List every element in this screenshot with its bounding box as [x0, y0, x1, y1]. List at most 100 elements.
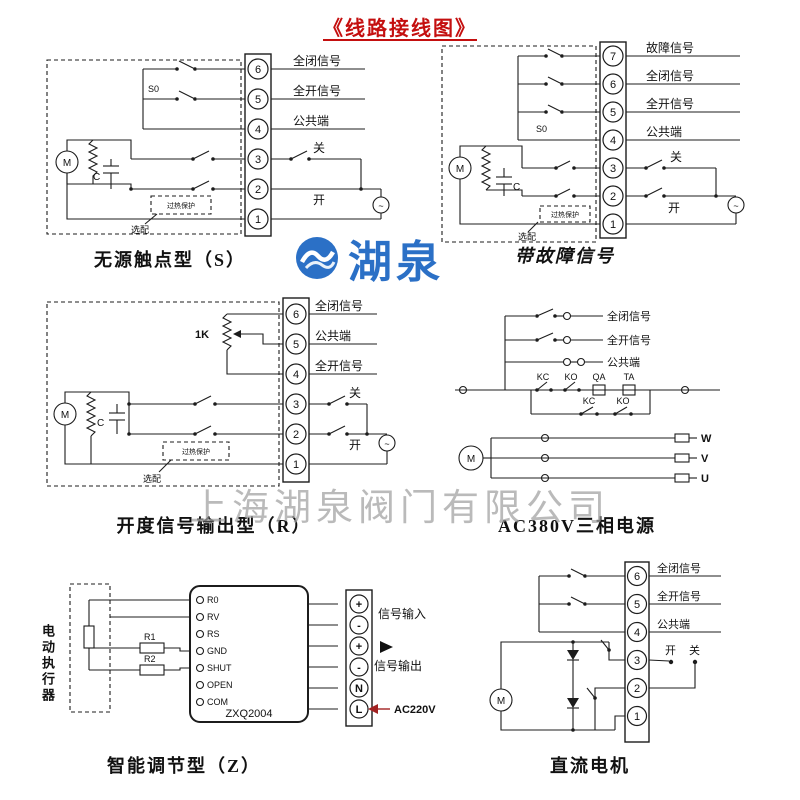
- terminal-number: 3: [610, 163, 616, 175]
- passive-contact-circuit: 6 5 4 3 2 1 全闭信号 全开信号 公共端 关 开 M C S0 选配 …: [46, 53, 390, 237]
- dc-motor-circuit: 6 5 4 3 2 1 全闭信号 全开信号 公共端 开 关 M: [489, 561, 721, 743]
- optional-label: 选配: [143, 473, 161, 484]
- terminal-number: 3: [255, 154, 261, 166]
- motor-label: M: [456, 164, 464, 175]
- terminal-number: 2: [634, 683, 640, 695]
- terminal-symbol: +: [356, 599, 362, 611]
- r2-label: R2: [144, 654, 156, 664]
- pin-label: R0: [207, 595, 219, 605]
- wiper-arrow: [233, 330, 241, 338]
- terminal-number: 2: [610, 191, 616, 203]
- pin-label: OPEN: [207, 680, 233, 690]
- fault-signal-label: 故障信号: [646, 40, 694, 55]
- qa-label: QA: [592, 372, 605, 382]
- ac-source-symbol: ~: [378, 201, 383, 211]
- common-label: 公共端: [607, 356, 640, 369]
- terminal-number: 6: [293, 309, 299, 321]
- panel-opening-signal-r: 6 5 4 3 2 1 全闭信号 公共端 全开信号 关 开 1K M C 选配 …: [45, 296, 410, 491]
- signal-out-arrow: [380, 641, 393, 653]
- terminal-number: 7: [610, 51, 616, 63]
- contact-dots: [129, 67, 363, 191]
- circuit-wires: [455, 308, 720, 483]
- contact-dots: [567, 574, 698, 732]
- kc2-label: KC: [583, 396, 596, 406]
- terminal-number: 3: [293, 399, 299, 411]
- closed-signal-label: 全闭信号: [293, 53, 341, 68]
- caption-fault-signal: 带故障信号: [515, 246, 615, 266]
- opening-signal-circuit: 6 5 4 3 2 1 全闭信号 公共端 全开信号 关 开 1K M C 选配 …: [46, 297, 396, 487]
- actuator-label: 电动执行器: [40, 624, 55, 704]
- circuit-wires: [441, 45, 745, 243]
- ac-source-symbol: ~: [733, 201, 738, 211]
- terminal-symbol: -: [357, 620, 361, 632]
- pin-label: SHUT: [207, 663, 232, 673]
- common-label: 公共端: [293, 114, 329, 128]
- signal-in-label: 信号输入: [378, 606, 426, 621]
- open-signal-label: 全开信号: [607, 333, 651, 347]
- motor-label: M: [497, 696, 505, 707]
- r1-label: R1: [144, 632, 156, 642]
- ko-label: KO: [564, 372, 577, 382]
- terminal-symbol: +: [356, 641, 362, 653]
- caption-smart-regulator-z: 智能调节型（Z）: [106, 756, 261, 776]
- open-cmd-label: 开: [668, 201, 680, 215]
- close-cmd-label: 关: [349, 386, 361, 400]
- open-signal-label: 全开信号: [657, 589, 701, 603]
- diode: [567, 698, 579, 708]
- contact-dots: [544, 54, 718, 198]
- power-label: AC220V: [394, 704, 436, 716]
- terminal-number: 1: [293, 459, 299, 471]
- terminal-number: 4: [610, 135, 616, 147]
- signal-out-label: 信号输出: [374, 658, 422, 673]
- terminal-number: 4: [255, 124, 261, 136]
- phase-w-label: W: [701, 433, 712, 445]
- open-signal-label: 全开信号: [315, 358, 363, 373]
- panel-passive-contact-s: 6 5 4 3 2 1 全闭信号 全开信号 公共端 关 开 M C S0 选配 …: [45, 52, 400, 242]
- pin-label: RS: [207, 629, 220, 639]
- ac-source-symbol: ~: [384, 439, 389, 449]
- terminal-number: 4: [634, 627, 640, 639]
- open-cmd-label: 开: [349, 438, 361, 452]
- caption-opening-signal-r: 开度信号输出型（R）: [116, 516, 312, 536]
- circuit-wires: [69, 583, 338, 723]
- thermal-protect-label: 过热保护: [551, 210, 579, 219]
- terminal-symbol: N: [355, 683, 363, 695]
- optional-label: 选配: [518, 231, 536, 242]
- closed-signal-label: 全闭信号: [607, 309, 651, 323]
- caption-passive-contact-s: 无源触点型（S）: [93, 250, 246, 270]
- motor-label: M: [467, 454, 475, 465]
- pin-label: COM: [207, 697, 228, 707]
- terminal-strip: [244, 53, 272, 237]
- terminal-symbol: L: [356, 704, 363, 716]
- caption-ac380v: AC380V三相电源: [498, 516, 656, 536]
- ko2-label: KO: [616, 396, 629, 406]
- limit-switch-label: S0: [148, 84, 159, 94]
- module-model: ZXQ2004: [225, 708, 272, 720]
- close-cmd-label: 关: [313, 141, 325, 155]
- panel-dc-motor: 6 5 4 3 2 1 全闭信号 全开信号 公共端 开 关 M: [475, 558, 730, 753]
- terminal-number: 2: [293, 429, 299, 441]
- panel-fault-signal: 7 6 5 4 3 2 1 故障信号 全闭信号 全开信号 公共端 关 开 M C…: [440, 40, 770, 250]
- terminal-symbol: -: [357, 662, 361, 674]
- terminal-strip: [599, 41, 627, 239]
- circuit-wires: [489, 568, 721, 731]
- contact-dots: [127, 402, 369, 436]
- power-arrow: [368, 704, 378, 714]
- phase-v-label: V: [701, 453, 709, 465]
- potentiometer-label: 1K: [195, 329, 209, 341]
- panel-smart-regulator-z: 电动执行器 R0 RV RS GND SHUT OPEN COM ZXQ2004…: [38, 576, 448, 754]
- terminal-number: 1: [610, 219, 616, 231]
- terminal-number: 3: [634, 655, 640, 667]
- open-cmd-label: 开: [313, 193, 325, 207]
- thermal-protect-label: 过热保护: [182, 447, 210, 456]
- circuit-wires: [46, 59, 390, 235]
- close-cmd-label: 关: [670, 150, 682, 164]
- smart-regulator-circuit: R0 RV RS GND SHUT OPEN COM ZXQ2004 R1 R2…: [69, 583, 436, 727]
- contact-dots: [535, 314, 633, 416]
- capacitor-label: C: [513, 182, 520, 193]
- common-label: 公共端: [315, 329, 351, 343]
- motor-label: M: [61, 410, 69, 421]
- module-pins: [195, 595, 205, 707]
- phase-u-label: U: [701, 473, 709, 485]
- terminal-number: 4: [293, 369, 299, 381]
